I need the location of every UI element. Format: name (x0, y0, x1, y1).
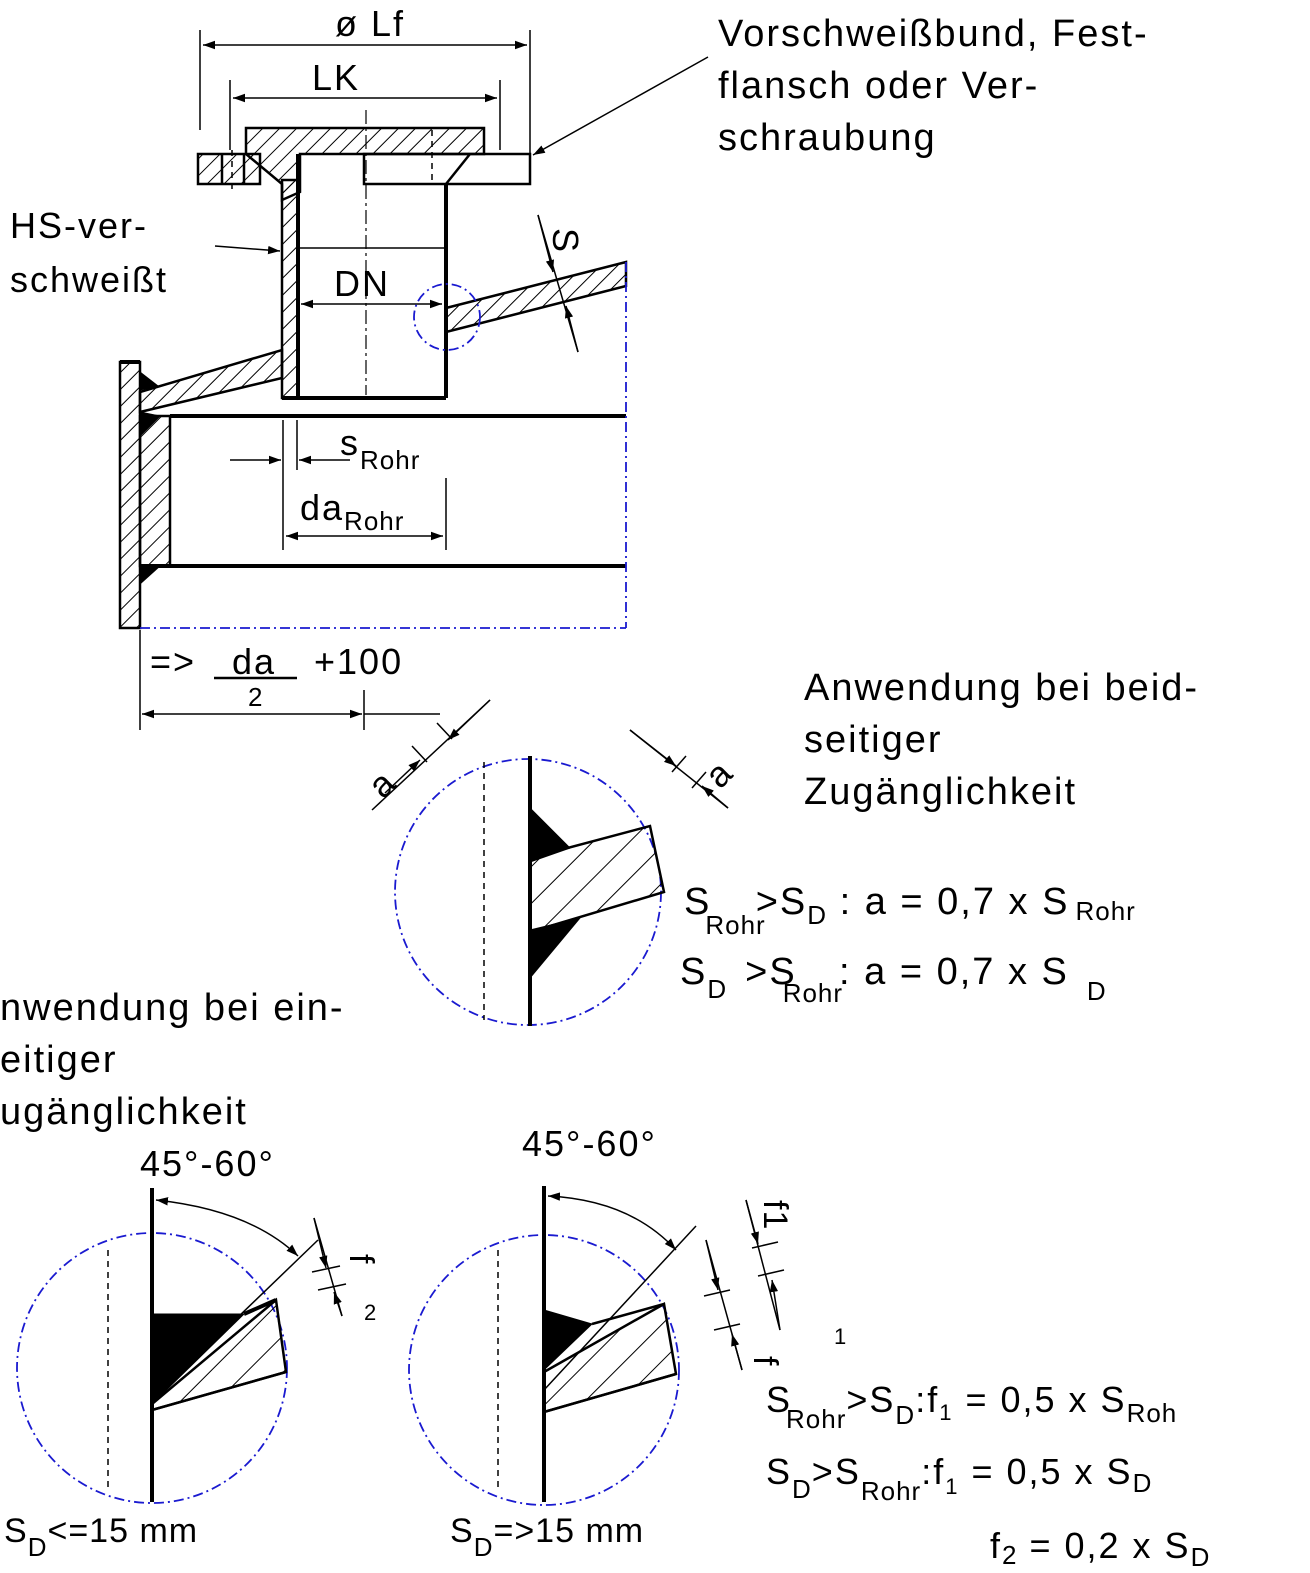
f1-label: f1 (756, 1200, 794, 1230)
formula-f-row2: SD>SRohr:f1 = 0,5 x SD (766, 1451, 1152, 1506)
formula-f-row3: f2 = 0,2 x SD (990, 1525, 1210, 1572)
f-lower-label: f (746, 1356, 784, 1366)
callout-line3: schraubung (718, 117, 937, 159)
sd-ge15-label: SD=>15 mm (450, 1512, 644, 1562)
ein-line2: eitiger (0, 1039, 118, 1081)
angle-left-label: 45°-60° (140, 1143, 275, 1184)
callout-line1: Vorschweißbund, Fest- (718, 13, 1149, 55)
beid-line3: Zugänglichkeit (804, 771, 1077, 813)
flange (196, 126, 532, 202)
s-label: S (545, 228, 586, 254)
beid-line1: Anwendung bei beid- (804, 667, 1199, 709)
ein-line3: ugänglichkeit (0, 1091, 248, 1133)
da-formula-prefix: => (150, 641, 196, 682)
f2-label: f (342, 1254, 380, 1264)
detail-sd-le15: 45°-60° f 2 SD<=15 mm (4, 1143, 380, 1562)
dn-label: DN (334, 263, 390, 304)
angle-right-label: 45°-60° (522, 1123, 657, 1164)
da-formula-suffix: +100 (314, 641, 403, 682)
cone-plate-left (138, 348, 284, 414)
lf-label: ø Lf (335, 3, 405, 44)
da-rohr-label: daRohr (300, 487, 404, 536)
da-formula-numerator: da (232, 641, 276, 682)
dimension-lf: ø Lf (199, 3, 531, 155)
detail-both-sides: a a (360, 699, 741, 1026)
lk-label: LK (312, 57, 360, 98)
dimension-lk: LK (229, 57, 501, 150)
hs-leader (214, 245, 281, 255)
callout-leader (532, 56, 709, 156)
sd-le15-label: SD<=15 mm (4, 1512, 198, 1562)
hs-label-line2: schweißt (10, 259, 168, 300)
da-formula-denominator: 2 (248, 682, 263, 712)
f2-sub: 2 (364, 1300, 376, 1325)
a-left-label: a (360, 761, 405, 806)
beid-line2: seitiger (804, 719, 943, 761)
callout-line2: flansch oder Ver- (718, 65, 1039, 107)
hs-label-line1: HS-ver- (10, 205, 148, 246)
f-lower-sub: 1 (834, 1324, 846, 1349)
detail-circle (413, 283, 481, 351)
detail-sd-ge15: 45°-60° f1 f 1 SD=>15 mm (408, 1123, 846, 1562)
s-rohr-label: sRohr (340, 422, 420, 475)
nozzle (231, 110, 448, 400)
main-section-view: ø Lf LK Vorschweißbund, Fest- flansch od… (10, 3, 1149, 730)
ein-line1: nwendung bei ein- (0, 987, 345, 1029)
vessel-wall (118, 262, 627, 630)
formula-f-row1: SRohr>SD:f1 = 0,5 x SRoh (766, 1379, 1177, 1434)
